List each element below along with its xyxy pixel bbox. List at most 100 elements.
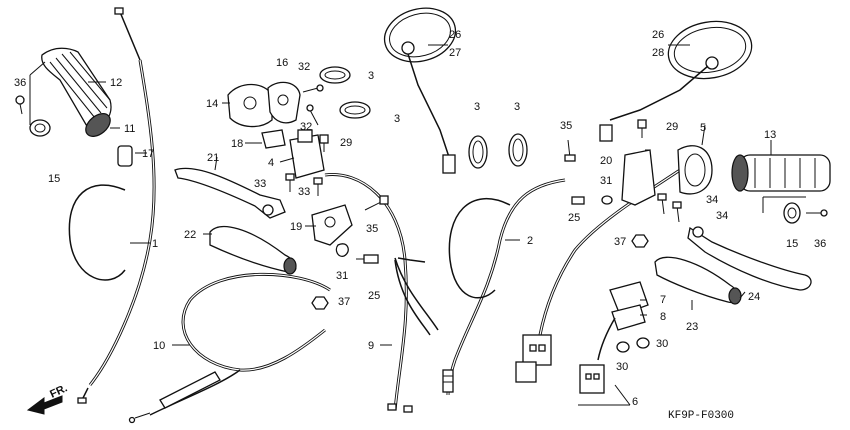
callout-7: 7 bbox=[660, 294, 666, 306]
clutch-holder-19 bbox=[311, 204, 353, 246]
callout-28: 28 bbox=[652, 47, 664, 59]
switch-18 bbox=[261, 129, 286, 149]
bracket-20 bbox=[621, 149, 656, 206]
callout-23: 23 bbox=[686, 321, 698, 333]
callout-20: 20 bbox=[600, 155, 612, 167]
callout-18: 18 bbox=[231, 138, 243, 150]
callout-26: 26 bbox=[449, 29, 461, 41]
screw-34-b bbox=[672, 201, 682, 223]
throttle-housing-5 bbox=[677, 145, 713, 195]
callout-3: 3 bbox=[394, 113, 400, 125]
callout-8: 8 bbox=[660, 311, 666, 323]
callout-4: 4 bbox=[268, 157, 274, 169]
washer-30-a bbox=[616, 341, 630, 353]
screw-32-b bbox=[306, 104, 319, 126]
callout-21: 21 bbox=[207, 152, 219, 164]
callout-32: 32 bbox=[300, 121, 312, 133]
callout-35: 35 bbox=[366, 223, 378, 235]
callout-36: 36 bbox=[14, 77, 26, 89]
callout-1: 1 bbox=[152, 238, 158, 250]
left-grip-12 bbox=[41, 47, 112, 137]
screw-25-b bbox=[571, 196, 585, 205]
callout-labels: 1 2 3 3 3 3 4 5 6 7 8 9 10 11 12 13 14 1… bbox=[14, 29, 826, 408]
brake-lever-24 bbox=[687, 226, 812, 291]
screw-29-a bbox=[319, 134, 329, 152]
callout-27: 27 bbox=[449, 47, 461, 59]
callout-36: 36 bbox=[814, 238, 826, 250]
throttle-cable-1 bbox=[68, 7, 156, 404]
lever-guard-23 bbox=[654, 256, 742, 305]
front-direction-arrow: FR. bbox=[26, 382, 69, 415]
callout-31: 31 bbox=[600, 175, 612, 187]
callout-34: 34 bbox=[706, 194, 718, 206]
screw-32-a bbox=[302, 84, 324, 93]
callout-33: 33 bbox=[254, 178, 266, 190]
callout-3: 3 bbox=[474, 101, 480, 113]
adjuster-17 bbox=[117, 145, 133, 167]
callout-6: 6 bbox=[632, 396, 638, 408]
callout-11: 11 bbox=[124, 123, 135, 135]
callout-22: 22 bbox=[184, 229, 196, 241]
callout-9: 9 bbox=[368, 340, 374, 352]
diagram-code: KF9P-F0300 bbox=[668, 410, 734, 422]
screw-34-a bbox=[657, 193, 667, 215]
callout-3: 3 bbox=[514, 101, 520, 113]
lever-guard-22 bbox=[209, 225, 297, 275]
callout-25: 25 bbox=[368, 290, 380, 302]
screw-33-a bbox=[285, 173, 295, 192]
clip-31-b bbox=[601, 195, 613, 205]
clip-31-a bbox=[335, 243, 349, 257]
callout-31: 31 bbox=[336, 270, 348, 282]
callout-10: 10 bbox=[153, 340, 165, 352]
clamp-3-c bbox=[468, 135, 488, 169]
throttle-cable-2 bbox=[442, 178, 566, 396]
callout-33: 33 bbox=[298, 186, 310, 198]
grip-end-15-left bbox=[29, 119, 51, 137]
front-label: FR. bbox=[48, 382, 69, 400]
screw-35-a bbox=[364, 195, 389, 211]
callout-29: 29 bbox=[666, 121, 678, 133]
switch-assy-6-7-8 bbox=[579, 281, 649, 394]
bolt-36-right bbox=[806, 209, 828, 217]
callout-3: 3 bbox=[368, 70, 374, 82]
callout-35: 35 bbox=[560, 120, 572, 132]
callout-19: 19 bbox=[290, 221, 302, 233]
clamp-3-b bbox=[339, 101, 371, 119]
callout-16: 16 bbox=[276, 57, 288, 69]
screw-35-b bbox=[564, 139, 576, 162]
callout-15: 15 bbox=[786, 238, 798, 250]
washer-30-b bbox=[636, 337, 650, 349]
screw-29-b bbox=[637, 119, 647, 138]
leader-lines bbox=[29, 44, 806, 406]
callout-32: 32 bbox=[298, 61, 310, 73]
callout-30: 30 bbox=[656, 338, 668, 350]
clutch-lever-21 bbox=[174, 167, 286, 219]
mirror-left bbox=[383, 7, 457, 174]
callout-14: 14 bbox=[206, 98, 218, 110]
clutch-cable-10 bbox=[128, 272, 331, 424]
master-cylinder-4 bbox=[289, 129, 325, 179]
callout-25: 25 bbox=[568, 212, 580, 224]
screw-25-a bbox=[356, 254, 379, 264]
callout-34: 34 bbox=[716, 210, 728, 222]
callout-17: 17 bbox=[142, 148, 154, 160]
callout-37: 37 bbox=[614, 236, 626, 248]
callout-29: 29 bbox=[340, 137, 352, 149]
callout-12: 12 bbox=[110, 77, 122, 89]
callout-15: 15 bbox=[48, 173, 60, 185]
switch-wire-9 bbox=[324, 172, 439, 413]
mirror-right bbox=[599, 20, 753, 142]
bolt-36-left bbox=[15, 95, 25, 115]
callout-30: 30 bbox=[616, 361, 628, 373]
callout-26: 26 bbox=[652, 29, 664, 41]
nut-37-b bbox=[631, 234, 649, 248]
nut-37-a bbox=[311, 296, 329, 310]
callout-13: 13 bbox=[764, 129, 776, 141]
callout-5: 5 bbox=[700, 122, 706, 134]
callout-24: 24 bbox=[748, 291, 760, 303]
clamp-3-a bbox=[319, 66, 351, 84]
callout-37: 37 bbox=[338, 296, 350, 308]
right-switch-wire bbox=[515, 168, 681, 383]
screw-33-b bbox=[313, 177, 323, 196]
